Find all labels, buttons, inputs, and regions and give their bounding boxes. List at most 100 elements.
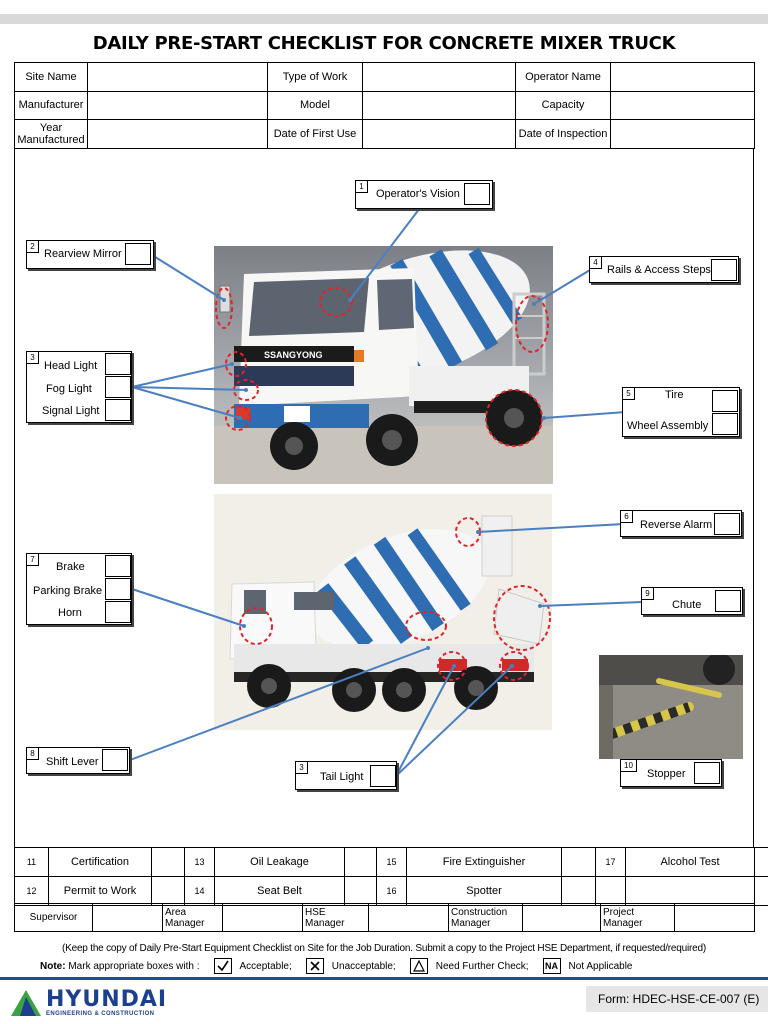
site-name-label: Site Name xyxy=(14,62,88,92)
rails-access-steps-checkbox[interactable] xyxy=(711,259,737,281)
stopper-photo xyxy=(599,655,743,759)
top-gray-bar xyxy=(0,14,768,24)
fog-light-label: Fog Light xyxy=(46,383,92,395)
not-applicable-label: Not Applicable xyxy=(568,960,633,972)
rearview-mirror-label: Rearview Mirror xyxy=(44,248,122,260)
reverse-alarm-label: Reverse Alarm xyxy=(640,519,713,531)
callout-number: 3 xyxy=(27,352,39,364)
callout-rearview-mirror: 2 Rearview Mirror xyxy=(26,240,154,269)
operators-vision-label: Operator's Vision xyxy=(376,188,460,200)
fire-extinguisher-checkbox[interactable] xyxy=(561,847,596,877)
footer-divider xyxy=(0,977,768,980)
operator-name-field[interactable] xyxy=(610,62,755,92)
legend-acceptable: Acceptable; xyxy=(213,958,292,974)
callout-number: 7 xyxy=(27,554,39,566)
empty-cell xyxy=(754,876,768,906)
truck-rear-illustration xyxy=(214,494,552,730)
oil-leakage-label: Oil Leakage xyxy=(250,856,309,868)
callout-lights: 3 Head Light Fog Light Signal Light xyxy=(26,351,132,423)
stopper-checkbox[interactable] xyxy=(694,762,720,784)
hse-manager-signature[interactable] xyxy=(368,903,449,932)
callout-tail-light: 3 Tail Light xyxy=(295,761,397,790)
head-light-label: Head Light xyxy=(44,360,98,372)
oil-leakage-cell: 13 Oil Leakage xyxy=(184,847,345,877)
triangle-icon xyxy=(409,958,428,974)
supervisor-signature[interactable] xyxy=(92,903,163,932)
stopper-illustration xyxy=(599,655,743,759)
check-mark-icon xyxy=(213,958,232,974)
model-label: Model xyxy=(267,90,363,120)
operators-vision-checkbox[interactable] xyxy=(464,183,490,205)
rearview-mirror-checkbox[interactable] xyxy=(125,243,151,265)
horn-label: Horn xyxy=(58,607,82,619)
capacity-field[interactable] xyxy=(610,90,755,120)
site-name-field[interactable] xyxy=(87,62,268,92)
date-inspection-field[interactable] xyxy=(610,119,755,149)
check-number: 17 xyxy=(595,847,626,877)
permit-to-work-checkbox[interactable] xyxy=(151,876,185,906)
truck-rear-photo xyxy=(214,494,552,730)
supervisor-label: Supervisor xyxy=(14,903,93,932)
permit-to-work-label: Permit to Work xyxy=(48,876,152,906)
truck-front-photo: SSANGYONG xyxy=(214,246,553,484)
seat-belt-cell: 14 Seat Belt xyxy=(184,876,345,906)
fog-light-checkbox[interactable] xyxy=(105,376,131,398)
tail-light-checkbox[interactable] xyxy=(370,765,396,787)
chute-checkbox[interactable] xyxy=(715,590,741,612)
horn-checkbox[interactable] xyxy=(105,601,131,623)
model-field[interactable] xyxy=(362,90,516,120)
shift-lever-checkbox[interactable] xyxy=(102,749,128,771)
legend-not-applicable: NA Not Applicable xyxy=(542,958,633,974)
callout-reverse-alarm: 6 Reverse Alarm xyxy=(620,510,742,537)
date-first-use-field[interactable] xyxy=(362,119,516,149)
callout-chute: 9 Chute xyxy=(641,587,743,615)
wheel-assembly-checkbox[interactable] xyxy=(712,413,738,435)
additional-checks-table: 11 Certification 13 Oil Leakage 15 Fire … xyxy=(14,847,768,906)
manufacturer-field[interactable] xyxy=(87,90,268,120)
callout-number: 9 xyxy=(642,588,654,600)
callout-number: 4 xyxy=(590,257,602,269)
seat-belt-checkbox[interactable] xyxy=(344,876,377,906)
callout-tire-wheel: 5 Tire Wheel Assembly xyxy=(622,387,740,437)
year-manufactured-field[interactable] xyxy=(87,119,268,149)
acceptable-label: Acceptable; xyxy=(239,960,292,972)
certification-checkbox[interactable] xyxy=(151,847,185,877)
head-light-checkbox[interactable] xyxy=(105,353,131,375)
spotter-label: Spotter xyxy=(406,876,562,906)
tire-checkbox[interactable] xyxy=(712,390,738,412)
check-number: 13 xyxy=(185,848,215,876)
construction-manager-label: Construction Manager xyxy=(448,903,523,932)
capacity-label: Capacity xyxy=(515,90,611,120)
unacceptable-label: Unacceptable; xyxy=(331,960,396,972)
wheel-assembly-label: Wheel Assembly xyxy=(627,420,709,432)
callout-shift-lever: 8 Shift Lever xyxy=(26,747,130,774)
signal-light-checkbox[interactable] xyxy=(105,399,131,421)
logo-subtitle: ENGINEERING & CONSTRUCTION xyxy=(46,1011,155,1017)
note-label: Note: xyxy=(40,960,66,972)
date-inspection-label: Date of Inspection xyxy=(515,119,611,149)
parking-brake-label: Parking Brake xyxy=(33,585,103,597)
callout-stopper: 10 Stopper xyxy=(620,759,722,787)
parking-brake-checkbox[interactable] xyxy=(105,578,131,600)
legend-unacceptable: Unacceptable; xyxy=(305,958,396,974)
truck-brand-text: SSANGYONG xyxy=(264,350,323,360)
certification-label: Certification xyxy=(48,847,152,877)
shift-lever-label: Shift Lever xyxy=(46,756,99,768)
oil-leakage-checkbox[interactable] xyxy=(344,847,377,877)
check-number: 11 xyxy=(14,847,49,877)
type-of-work-field[interactable] xyxy=(362,62,516,92)
reverse-alarm-checkbox[interactable] xyxy=(714,513,740,535)
construction-manager-signature[interactable] xyxy=(522,903,601,932)
keep-copy-note: (Keep the copy of Daily Pre-Start Equipm… xyxy=(61,943,707,954)
form-number: Form: HDEC-HSE-CE-007 (E) xyxy=(586,986,768,1012)
tail-light-label: Tail Light xyxy=(320,771,364,783)
project-manager-signature[interactable] xyxy=(674,903,755,932)
spotter-checkbox[interactable] xyxy=(561,876,596,906)
area-manager-signature[interactable] xyxy=(222,903,303,932)
brake-checkbox[interactable] xyxy=(105,555,131,577)
alcohol-test-checkbox[interactable] xyxy=(754,847,768,877)
callout-number: 1 xyxy=(356,181,368,193)
callout-operators-vision: 1 Operator's Vision xyxy=(355,180,493,209)
tire-label: Tire xyxy=(665,389,684,401)
hyundai-logo: HYUNDAI ENGINEERING & CONSTRUCTION xyxy=(10,987,170,1019)
